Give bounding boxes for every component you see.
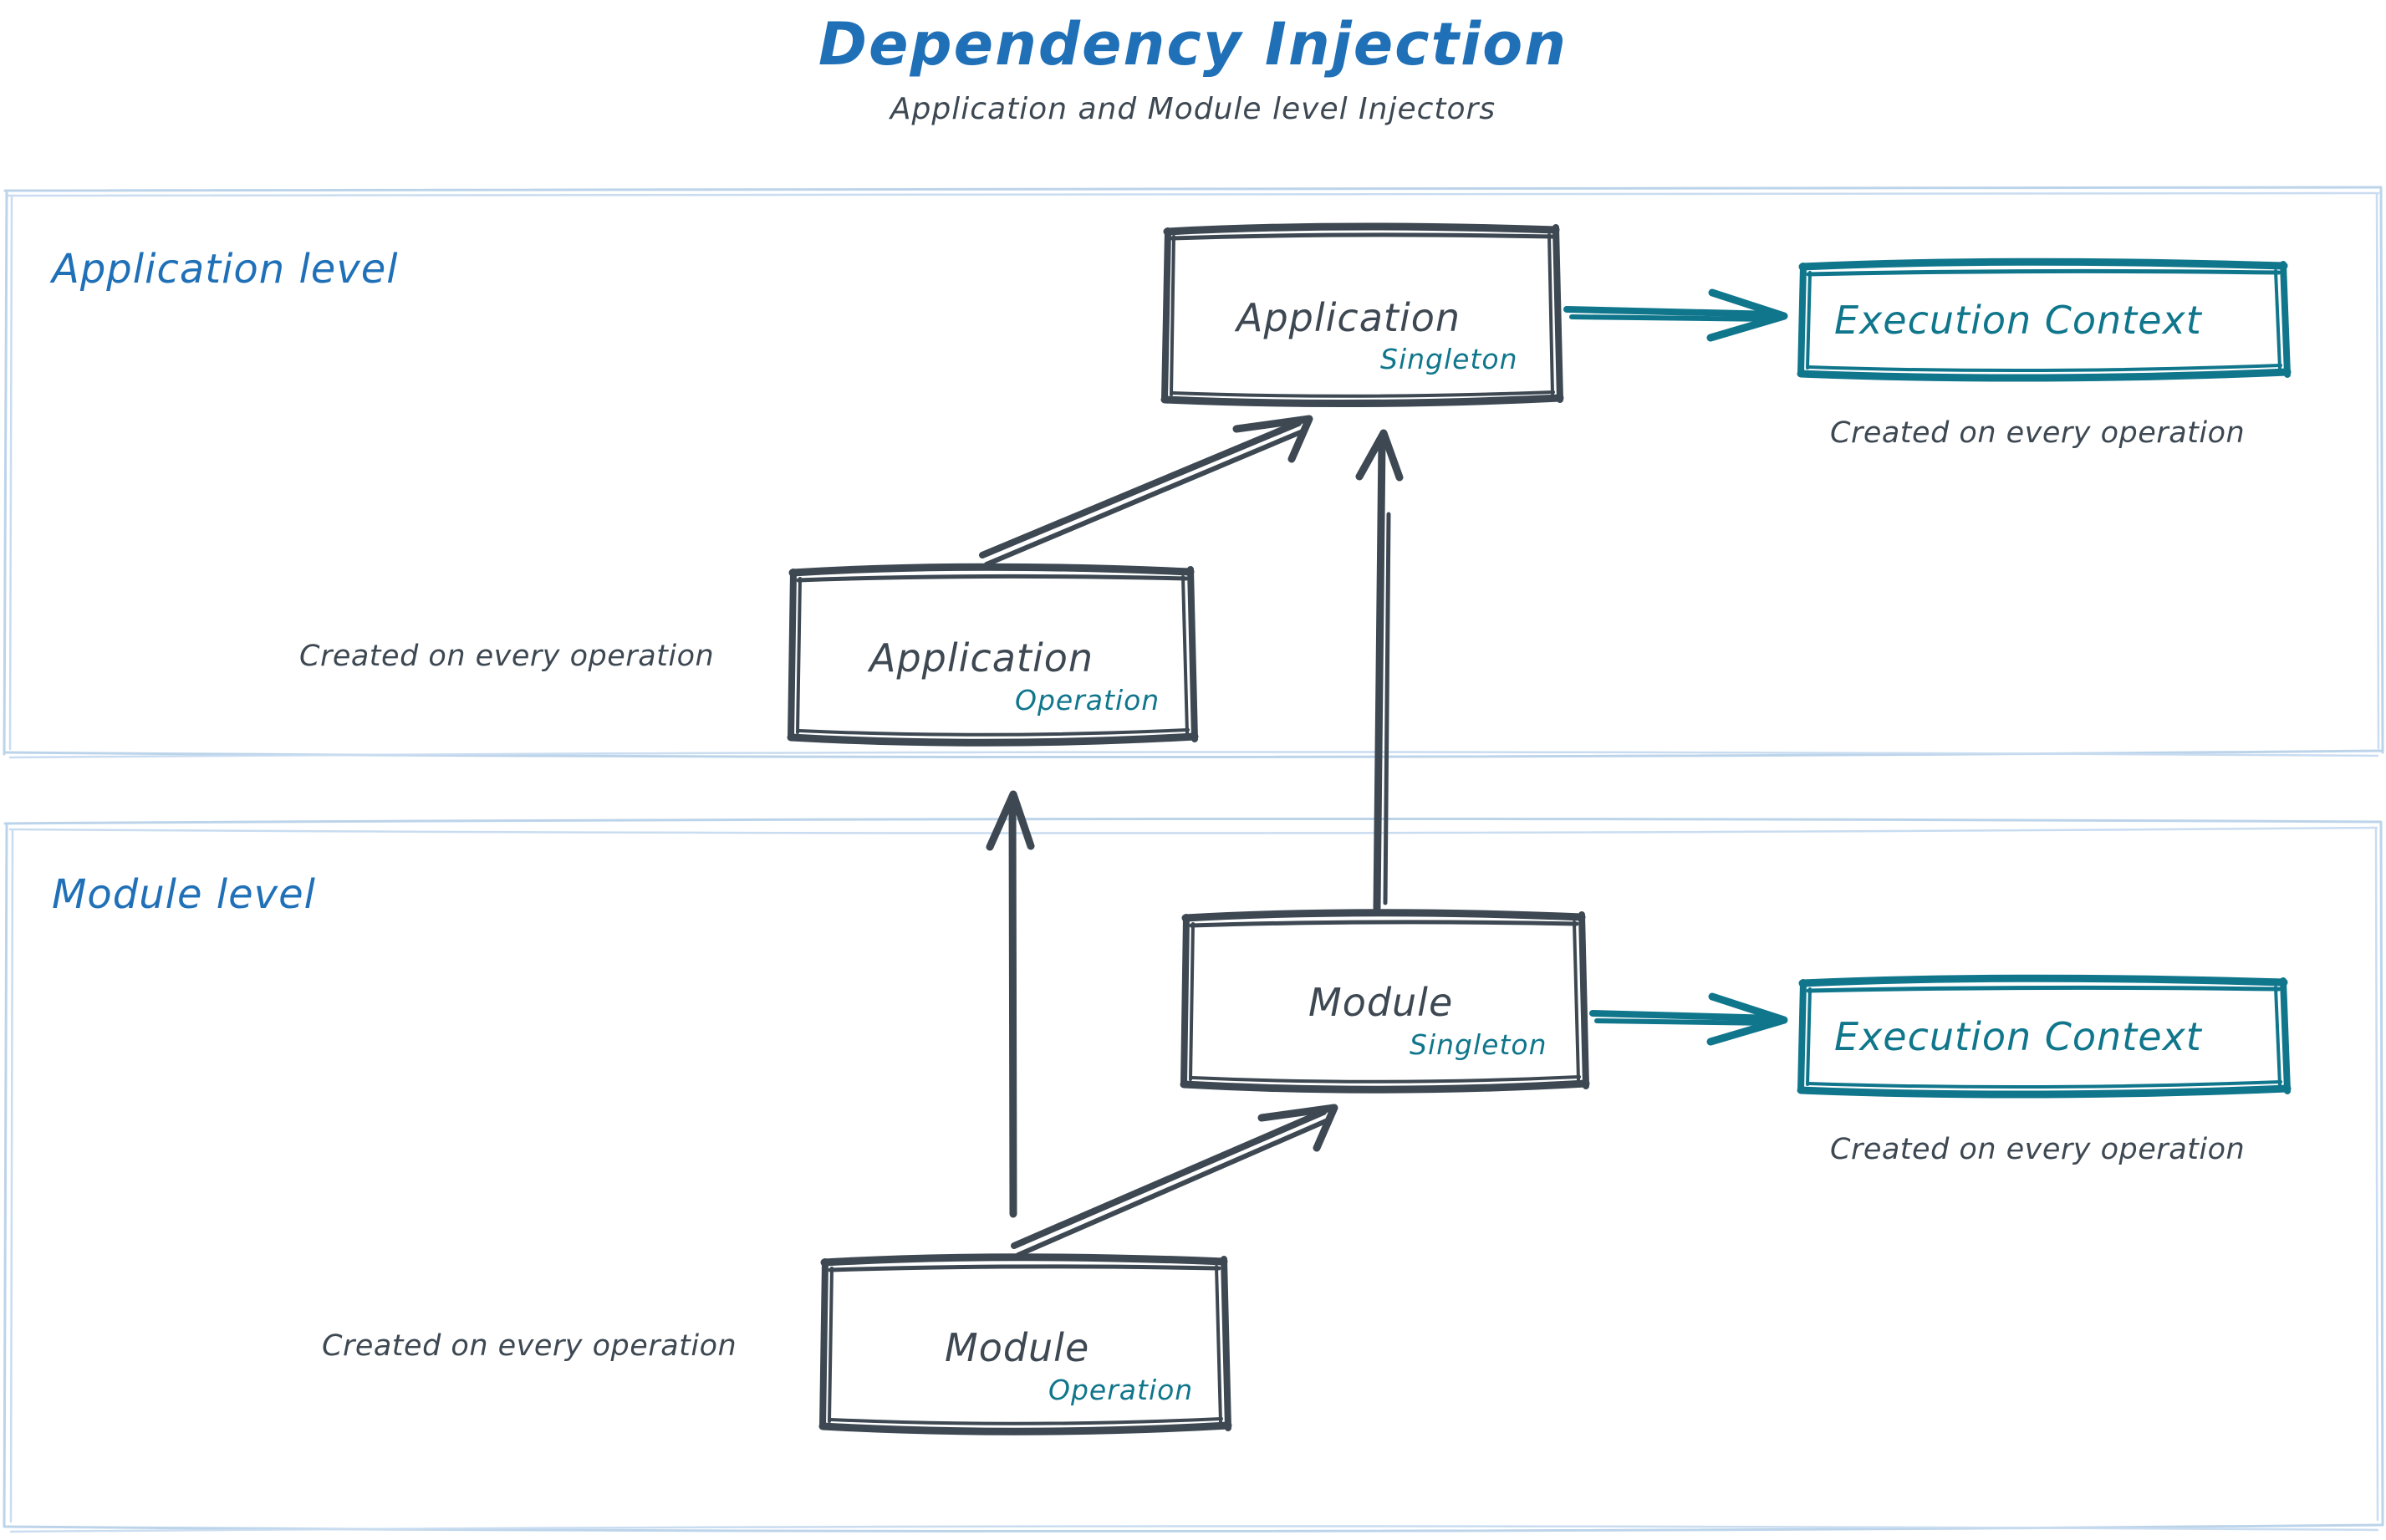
lane-application-level <box>3 186 2384 759</box>
arrow-module-singleton-to-execution-context <box>1589 992 1788 1046</box>
node-application-singleton-hit[interactable] <box>1165 226 1564 403</box>
node-module-execution-context[interactable] <box>1797 974 2292 1099</box>
arrow-app-singleton-to-execution-context <box>1563 288 1788 342</box>
node-application-execution-context-hit[interactable] <box>1801 261 2291 378</box>
node-module-execution-context-hit[interactable] <box>1801 977 2291 1094</box>
node-application-execution-context[interactable] <box>1797 258 2292 382</box>
arrow-module-operation-to-application-operation <box>986 790 1035 1218</box>
node-module-singleton-hit[interactable] <box>1184 911 1590 1089</box>
node-module-singleton[interactable] <box>1180 909 1590 1094</box>
node-module-operation[interactable] <box>818 1253 1232 1435</box>
node-application-operation-hit[interactable] <box>791 565 1199 742</box>
lane-module-level <box>3 817 2384 1533</box>
node-module-operation-hit[interactable] <box>823 1255 1231 1432</box>
arrow-module-operation-to-module-singleton <box>1011 1104 1338 1257</box>
arrow-module-singleton-to-application-singleton <box>1355 429 1404 912</box>
arrow-app-operation-to-app-singleton <box>979 415 1313 567</box>
node-application-singleton[interactable] <box>1160 222 1564 408</box>
node-application-operation[interactable] <box>787 563 1199 747</box>
